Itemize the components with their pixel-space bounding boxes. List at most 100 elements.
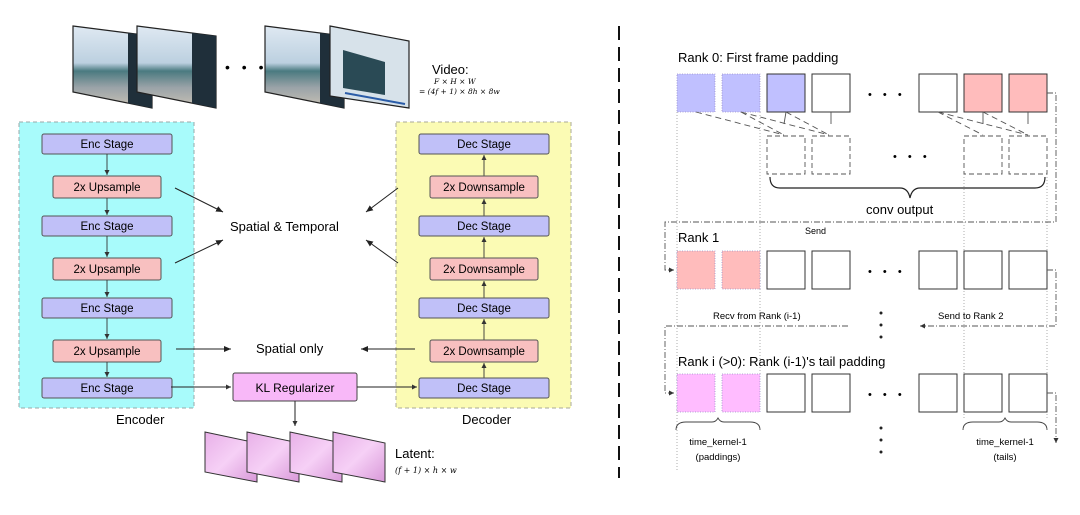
enc-block-label: 2x Upsample [73,346,140,358]
rank0-ellipsis: • • • [868,89,906,101]
rank1-frame [918,250,958,290]
enc-block-5: 2x Upsample [52,339,162,363]
dec-block-2: Dec Stage [418,215,550,237]
ranki-frame [766,373,806,413]
ranki-title: Rank i (>0): Rank (i-1)'s tail padding [678,354,885,369]
tails-brace [962,416,1048,431]
send-flow-rank0 [664,92,1057,273]
rank0-frame [676,73,716,113]
enc-block-label: Enc Stage [80,383,133,395]
rank0-out-ellipsis: • • • [893,151,931,163]
enc-block-3: 2x Upsample [52,257,162,281]
video-formula-1: F × H × W [433,77,477,86]
ranki-frame [963,373,1003,413]
latent-frame [246,431,300,483]
rank0-frame [811,73,851,113]
enc-block-label: 2x Upsample [73,264,140,276]
vertical-ellipsis-1 [879,311,883,339]
padding-brace [675,416,761,431]
send-flow-rank1 [664,269,1057,396]
padding-brace-line1: time_kernel-1 [689,437,747,448]
send-flow-ranki [1047,392,1059,443]
dec-block-1: 2x Downsample [429,175,539,199]
dec-block-6: Dec Stage [418,377,550,399]
enc-block-1: 2x Upsample [52,175,162,199]
rank1-frame [676,250,716,290]
ranki-frame [721,373,761,413]
tails-brace-line2: (tails) [993,452,1016,463]
rank1-frame [811,250,851,290]
arrow-enc-up1 [174,187,224,213]
recv-label: Recv from Rank (i-1) [713,311,801,322]
ranki-frame [676,373,716,413]
dec-block-0: Dec Stage [418,133,550,155]
video-frame [136,25,217,109]
latent-frame [332,431,386,483]
spatial-only-label: Spatial only [256,341,324,356]
arrow-enc-up2 [174,239,224,264]
latent-label: Latent: [395,446,435,461]
video-frame [329,25,410,109]
enc-block-0: Enc Stage [41,133,173,155]
video-label: Video: [432,62,469,77]
conv-output-label: conv output [866,202,934,217]
rank0-frame [963,73,1003,113]
dec-block-label: Dec Stage [457,383,511,395]
rank1-frame [1008,250,1048,290]
rank1-frame [721,250,761,290]
tails-brace-line1: time_kernel-1 [976,437,1034,448]
conv-output-brace [769,176,1046,199]
rank0-frame [766,73,806,113]
video-frames [72,25,410,109]
rank1-ellipsis: • • • [868,266,906,278]
send-label: Send [805,226,826,236]
latent-frame [289,431,343,483]
rank0-title: Rank 0: First frame padding [678,50,838,65]
dec-block-4: Dec Stage [418,297,550,319]
arrow-dec-down2 [365,239,399,264]
ranki-ellipsis: • • • [868,389,906,401]
latent-frames [204,431,386,483]
dec-block-label: Dec Stage [457,221,511,233]
enc-block-label: 2x Upsample [73,182,140,194]
ranki-frame [1008,373,1048,413]
rank0-frame [721,73,761,113]
enc-block-6: Enc Stage [41,377,173,399]
rank1-frame [963,250,1003,290]
conv-output-frame [963,135,1003,175]
kl-regularizer-label: KL Regularizer [256,381,335,395]
dec-block-label: Dec Stage [457,303,511,315]
enc-block-2: Enc Stage [41,215,173,237]
conv-output-frame [766,135,806,175]
enc-block-4: Enc Stage [41,297,173,319]
latent-formula: (f + 1) × h × w [395,466,457,475]
latent-frame [204,431,258,483]
arrow-dec-down1 [365,187,399,213]
send-to-rank2-label: Send to Rank 2 [938,311,1004,322]
ranki-frame [811,373,851,413]
dec-block-3: 2x Downsample [429,257,539,281]
padding-brace-line2: (paddings) [696,452,741,463]
spatial-temporal-label: Spatial & Temporal [230,219,339,234]
dec-block-label: Dec Stage [457,139,511,151]
rank0-frame [1008,73,1048,113]
enc-block-label: Enc Stage [80,139,133,151]
conv-output-frame [1008,135,1048,175]
enc-block-label: Enc Stage [80,221,133,233]
conv-connections [695,111,1029,136]
rank0-frame [918,73,958,113]
video-ellipsis: • • • [225,59,267,75]
dec-block-label: 2x Downsample [443,182,525,194]
dec-block-5: 2x Downsample [429,339,539,363]
ranki-frame [918,373,958,413]
decoder-label: Decoder [462,412,512,427]
enc-block-label: Enc Stage [80,303,133,315]
guide-lines [676,112,1048,470]
video-formula-2: = (4f + 1) × 8h × 8w [419,87,500,96]
rank1-title: Rank 1 [678,230,719,245]
dec-block-label: 2x Downsample [443,264,525,276]
dec-block-label: 2x Downsample [443,346,525,358]
vertical-ellipsis-2 [879,426,883,454]
rank1-frame [766,250,806,290]
